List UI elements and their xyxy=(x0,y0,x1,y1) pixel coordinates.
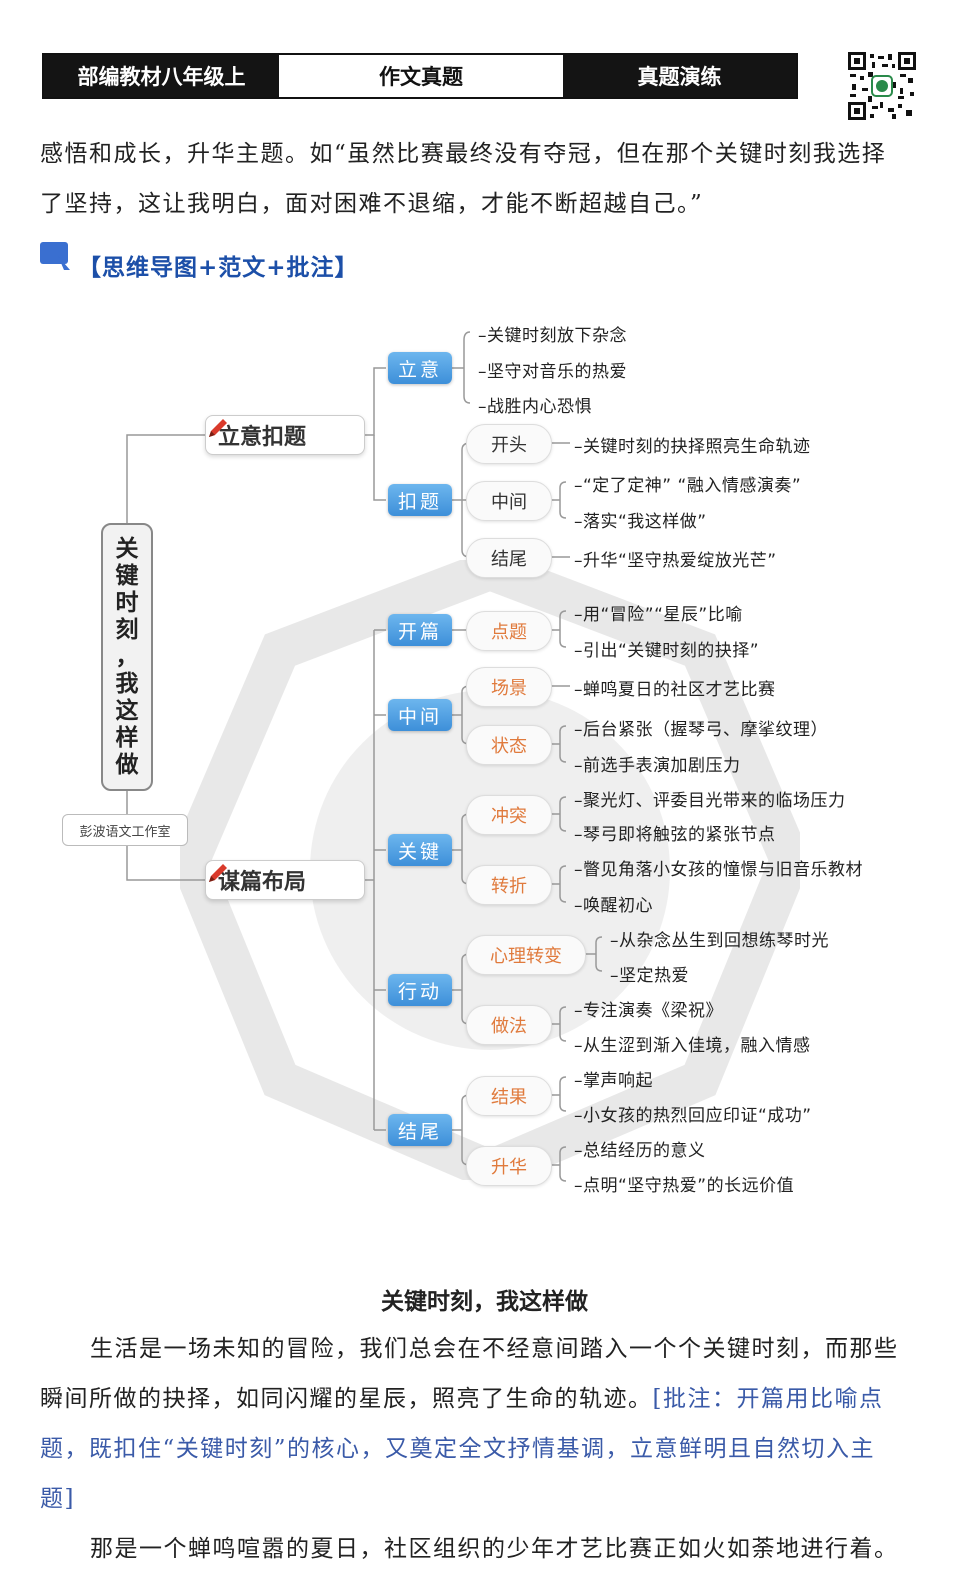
tag-zhongjian: 中间 xyxy=(388,699,452,731)
leaf: –落实“我这样做” xyxy=(574,512,707,532)
leaf: –唤醒初心 xyxy=(574,896,653,916)
node-zhongjian: 中间 xyxy=(466,481,552,521)
essay-line: 那是一个蝉鸣喧嚣的夏日，社区组织的少年才艺比赛正如火如荼地进行着。 xyxy=(90,1536,899,1562)
essay-line: 瞬间所做的抉择，如同闪耀的星辰，照亮了生命的轨迹。[批注：开篇用比喻点 xyxy=(40,1374,925,1424)
section-title: 【思维导图+范文+批注】 xyxy=(78,255,359,281)
root-char: 做 xyxy=(115,751,139,778)
essay-title: 关键时刻，我这样做 xyxy=(381,1289,588,1315)
header-bar: 部编教材八年级上 作文真题 真题演练 xyxy=(42,53,798,99)
node-kaitou: 开头 xyxy=(466,424,552,464)
leaf: –坚守对音乐的热爱 xyxy=(478,362,627,382)
intro-line-2: 了坚持，这让我明白，面对困难不退缩，才能不断超越自己。” xyxy=(40,191,704,217)
qr-code-icon xyxy=(848,52,916,120)
header-practice: 真题演练 xyxy=(563,55,796,97)
essay-line: 生活是一场未知的冒险，我们总会在不经意间踏入一个个关键时刻，而那些 xyxy=(90,1336,899,1362)
leaf: –引出“关键时刻的抉择” xyxy=(574,641,760,661)
bookmark-icon xyxy=(40,242,70,270)
leaf: –前选手表演加剧压力 xyxy=(574,756,741,776)
essay-text: 瞬间所做的抉择，如同闪耀的星辰，照亮了生命的轨迹。 xyxy=(40,1386,653,1412)
leaf: –关键时刻放下杂念 xyxy=(478,326,627,346)
author-label: 彭波语文工作室 xyxy=(62,814,188,846)
leaf: –专注演奏《梁祝》 xyxy=(574,1001,723,1021)
essay-body: 生活是一场未知的冒险，我们总会在不经意间踏入一个个关键时刻，而那些 瞬间所做的抉… xyxy=(40,1324,925,1574)
node-changjing: 场景 xyxy=(466,667,552,707)
node-chongtu: 冲突 xyxy=(466,795,552,835)
node-jieguo: 结果 xyxy=(466,1076,552,1116)
leaf: –小女孩的热烈回应印证“成功” xyxy=(574,1106,812,1126)
branch-theme: 立意扣题 xyxy=(205,415,365,455)
intro-paragraph: 感悟和成长，升华主题。如“虽然比赛最终没有夺冠，但在那个关键时刻我选择 了坚持，… xyxy=(40,129,925,229)
branch-label: 立意扣题 xyxy=(218,425,307,450)
tag-jiewei: 结尾 xyxy=(388,1114,452,1146)
annotation-line: 题，既扣住“关键时刻”的核心，又奠定全文抒情基调，立意鲜明且自然切入主 xyxy=(40,1436,876,1462)
root-char: 样 xyxy=(115,724,139,751)
tag-liyi: 立意 xyxy=(388,352,452,384)
leaf: –掌声响起 xyxy=(574,1071,653,1091)
node-dianti: 点题 xyxy=(466,611,552,651)
pencil-icon xyxy=(209,419,227,437)
node-zuofa: 做法 xyxy=(466,1005,552,1045)
leaf: –瞥见角落小女孩的憧憬与旧音乐教材 xyxy=(574,860,863,880)
tag-guanjian: 关键 xyxy=(388,834,452,866)
node-zhuanzhe: 转折 xyxy=(466,865,552,905)
root-char: 键 xyxy=(115,562,139,589)
leaf: –坚定热爱 xyxy=(610,966,689,986)
leaf: –战胜内心恐惧 xyxy=(478,397,592,417)
node-jiewei: 结尾 xyxy=(466,538,552,578)
tag-xingdong: 行动 xyxy=(388,974,452,1006)
mind-map: 关 键 时 刻 ， 我 这 样 做 彭波语文工作室 立意扣题 谋篇布局 立意 扣… xyxy=(0,300,969,1220)
leaf: –后台紧张（握琴弓、摩挲纹理） xyxy=(574,720,828,740)
leaf: –点明“坚守热爱”的长远价值 xyxy=(574,1176,795,1196)
annotation-end: 题] xyxy=(40,1486,75,1512)
annotation-start: [批注：开篇用比喻点 xyxy=(652,1386,884,1412)
root-char: 这 xyxy=(115,697,139,724)
leaf: –从杂念丛生到回想练琴时光 xyxy=(610,931,829,951)
root-char: 关 xyxy=(115,535,139,562)
node-xinli: 心理转变 xyxy=(466,935,586,975)
leaf: –“定了定神” “融入情感演奏” xyxy=(574,476,802,496)
header-grade: 部编教材八年级上 xyxy=(44,55,279,97)
node-zhuangtai: 状态 xyxy=(466,725,552,765)
tag-kaipian: 开篇 xyxy=(388,614,452,646)
pencil-icon xyxy=(209,864,227,882)
leaf: –总结经历的意义 xyxy=(574,1141,706,1161)
root-char: 刻 xyxy=(115,616,139,643)
intro-line-1: 感悟和成长，升华主题。如“虽然比赛最终没有夺冠，但在那个关键时刻我选择 xyxy=(40,141,887,167)
leaf: –从生涩到渐入佳境，融入情感 xyxy=(574,1036,811,1056)
mind-map-connectors xyxy=(126,331,603,1182)
leaf: –升华“坚守热爱绽放光芒” xyxy=(574,551,777,571)
tag-kouti: 扣题 xyxy=(388,484,452,516)
leaf: –琴弓即将触弦的紧张节点 xyxy=(574,825,776,845)
node-shenghua: 升华 xyxy=(466,1146,552,1186)
leaf: –蝉鸣夏日的社区才艺比赛 xyxy=(574,680,776,700)
root-char: 时 xyxy=(115,589,139,616)
root-char: ， xyxy=(115,643,139,670)
root-char: 我 xyxy=(115,670,139,697)
header-category: 作文真题 xyxy=(279,55,563,97)
leaf: –用“冒险”“星辰”比喻 xyxy=(574,605,743,625)
branch-label: 谋篇布局 xyxy=(218,870,307,895)
branch-structure: 谋篇布局 xyxy=(205,860,365,900)
leaf: –聚光灯、评委目光带来的临场压力 xyxy=(574,791,846,811)
leaf: –关键时刻的抉择照亮生命轨迹 xyxy=(574,437,811,457)
mind-map-root: 关 键 时 刻 ， 我 这 样 做 xyxy=(101,523,153,791)
